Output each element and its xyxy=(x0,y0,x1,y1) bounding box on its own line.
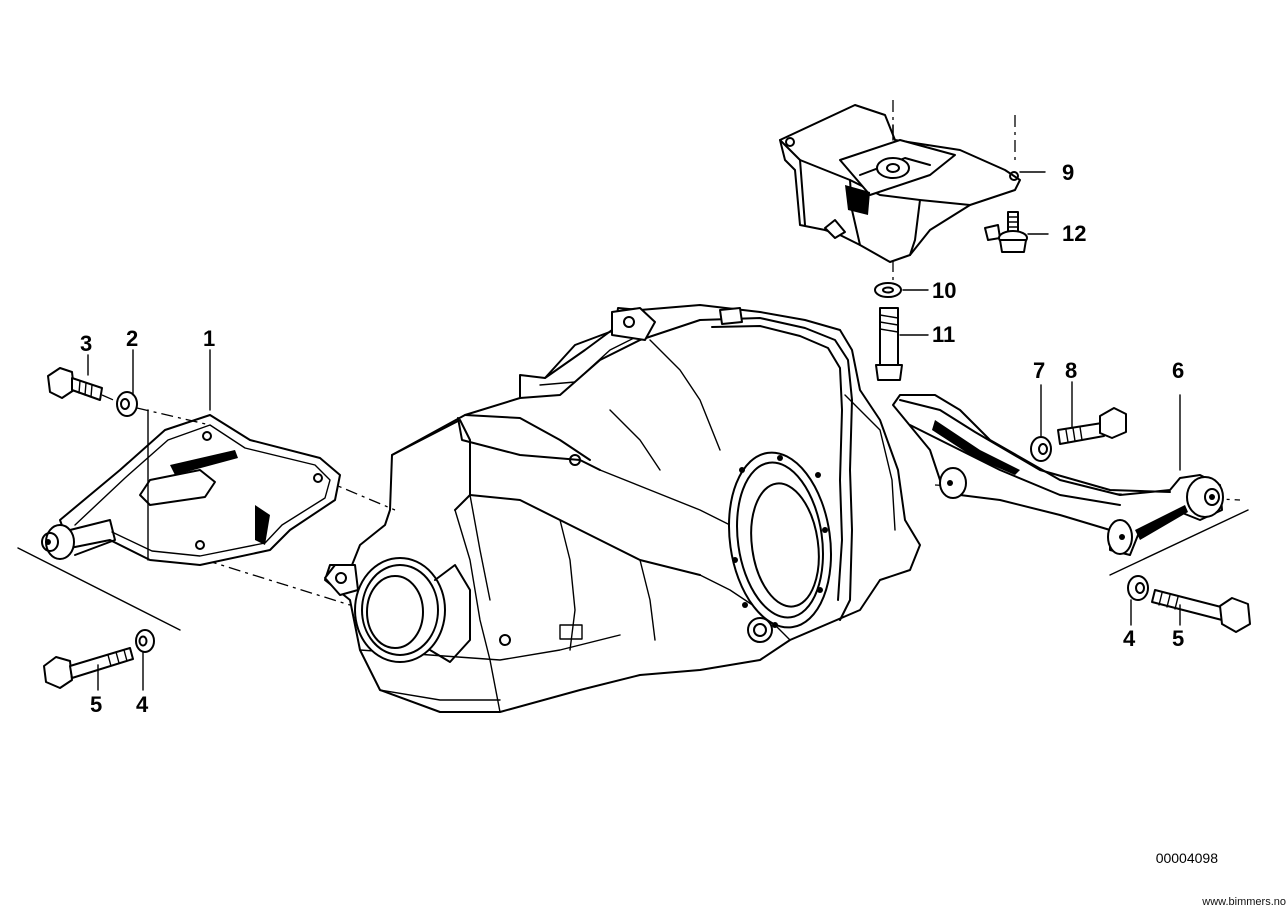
callout-7: 7 xyxy=(1033,358,1046,383)
part-8-bolt[interactable] xyxy=(1057,407,1127,445)
part-1-bracket[interactable] xyxy=(41,414,341,566)
callout-11: 11 xyxy=(932,322,956,347)
reference-line-right xyxy=(1109,394,1249,576)
callout-3: 3 xyxy=(80,331,93,356)
callout-8: 8 xyxy=(1065,358,1078,383)
callout-12: 12 xyxy=(1062,221,1087,246)
part-11-stud[interactable] xyxy=(875,307,929,381)
part-7-washer[interactable] xyxy=(1030,436,1052,462)
part-10-washer[interactable] xyxy=(874,282,929,298)
part-3-bolt[interactable] xyxy=(47,367,211,426)
leader-lines-left xyxy=(87,124,894,691)
watermark: www.bimmers.no xyxy=(1202,896,1286,908)
part-5-bolt-left[interactable] xyxy=(43,647,134,689)
part-6-arm[interactable] xyxy=(892,394,1224,556)
part-2-washer[interactable] xyxy=(116,391,138,417)
callout-9: 9 xyxy=(1062,160,1075,185)
reference-line-left xyxy=(17,409,181,631)
part-5-bolt-right[interactable] xyxy=(1151,589,1251,633)
callout-4-right: 4 xyxy=(1123,626,1136,651)
callout-5-right: 5 xyxy=(1172,626,1185,651)
diagram-number: 00004098 xyxy=(1155,850,1218,866)
differential-housing[interactable] xyxy=(324,304,921,713)
part-4-washer-right[interactable] xyxy=(1127,575,1149,601)
callout-4-left: 4 xyxy=(136,692,149,717)
callout-2: 2 xyxy=(126,326,139,351)
part-9-mount[interactable] xyxy=(779,104,1046,263)
callout-10: 10 xyxy=(932,278,957,303)
part-4-washer-left[interactable] xyxy=(135,629,155,653)
callout-6: 6 xyxy=(1172,358,1185,383)
callout-5-left: 5 xyxy=(90,692,103,717)
part-12-bolt[interactable] xyxy=(998,211,1049,253)
callout-1: 1 xyxy=(203,326,216,351)
